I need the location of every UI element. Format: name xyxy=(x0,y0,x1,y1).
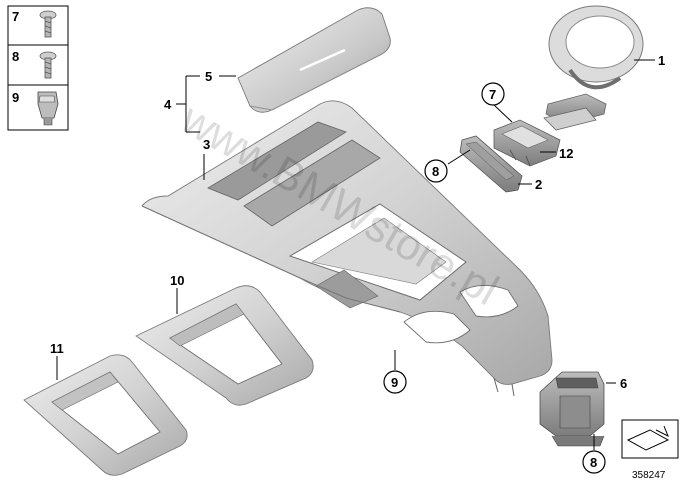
screw-icon xyxy=(39,10,57,38)
callout-2: 2 xyxy=(535,177,542,192)
diagram-id-box: 358247 xyxy=(621,419,679,481)
callout-7: 7 xyxy=(489,87,496,102)
callouts: 1 2 3 4 5 6 7 8 8 9 10 11 12 xyxy=(50,53,665,474)
callout-8: 8 xyxy=(590,455,597,470)
callout-1: 1 xyxy=(658,53,665,68)
fastener-legend: 7 8 9 xyxy=(7,5,69,131)
part-gear-trim-10 xyxy=(135,285,314,406)
callout-circle-9 xyxy=(383,370,407,394)
callout-9: 9 xyxy=(391,375,398,390)
screw-icon xyxy=(39,51,57,79)
legend-num-8: 8 xyxy=(12,49,19,64)
callout-11: 11 xyxy=(50,341,64,356)
callout-3: 3 xyxy=(203,137,210,152)
legend-num-9: 9 xyxy=(12,90,19,105)
leader-7 xyxy=(493,104,513,123)
callout-5: 5 xyxy=(205,69,212,84)
part-console-trim-3 xyxy=(141,100,553,397)
part-cup-holder-1 xyxy=(543,5,644,131)
callout-10: 10 xyxy=(170,273,184,288)
callout-circle-7 xyxy=(481,82,505,106)
legend-frame xyxy=(7,5,69,131)
leader-4 xyxy=(176,75,200,133)
leader-lines xyxy=(56,59,655,450)
leader-8a xyxy=(447,149,471,165)
legend-num-7: 7 xyxy=(12,9,19,24)
callout-circle-8 xyxy=(582,450,606,474)
part-module-6 xyxy=(539,371,605,447)
callout-8: 8 xyxy=(432,164,439,179)
diagram-id: 358247 xyxy=(632,470,666,481)
callout-circle-8 xyxy=(424,159,448,183)
callout-12: 12 xyxy=(559,146,573,161)
part-bracket-12 xyxy=(493,119,561,167)
callout-6: 6 xyxy=(620,376,627,391)
part-switch-2 xyxy=(459,135,523,193)
part-gear-frame-11 xyxy=(23,354,188,476)
part-cover-5 xyxy=(237,7,391,113)
arrow-symbol-icon xyxy=(626,425,670,451)
callout-4: 4 xyxy=(164,97,172,112)
clip-nut-icon xyxy=(37,91,59,126)
